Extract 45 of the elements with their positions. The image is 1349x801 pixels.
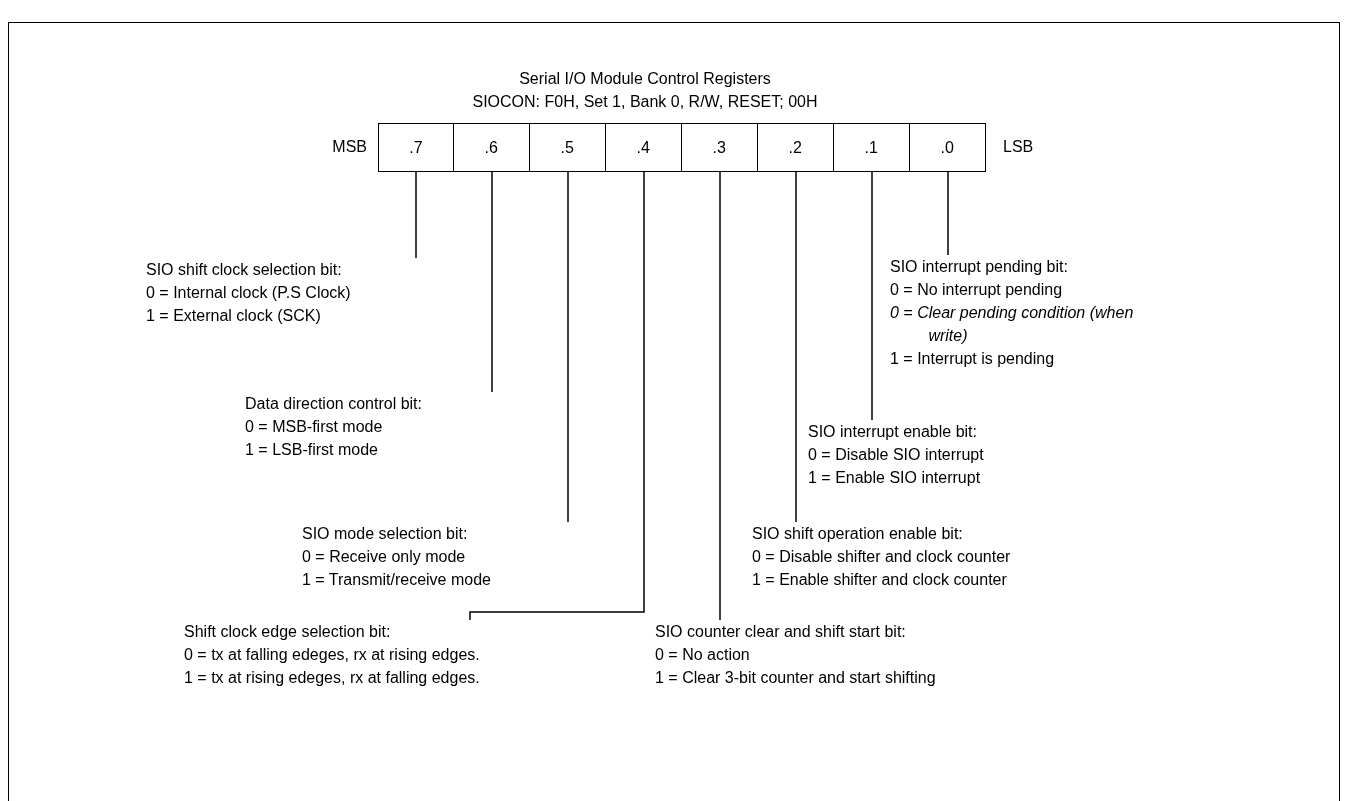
register-bit-cell: .0 bbox=[908, 123, 986, 172]
bit-value-line: 0 = No interrupt pending bbox=[890, 280, 1064, 300]
bit-value-line: 0 = Clear pending condition (when write) bbox=[890, 303, 1135, 346]
lsb-label: LSB bbox=[1003, 137, 1034, 157]
leader-line bbox=[415, 171, 417, 259]
leader-line bbox=[567, 171, 569, 523]
bit-value-line: 1 = LSB-first mode bbox=[245, 440, 379, 460]
bit-value-line: 0 = No action bbox=[655, 645, 751, 665]
leader-line bbox=[871, 171, 873, 421]
msb-label: MSB bbox=[332, 137, 367, 157]
leader-line bbox=[719, 171, 721, 621]
bit-field-heading: SIO mode selection bit: bbox=[302, 524, 469, 544]
bit-value-line: 0 = Receive only mode bbox=[302, 547, 467, 567]
leader-line bbox=[491, 171, 493, 393]
register-bit-cell: .5 bbox=[528, 123, 606, 172]
bit-field-heading: Data direction control bit: bbox=[245, 394, 423, 414]
register-bit-cell: .7 bbox=[378, 123, 454, 172]
bit-value-line: 1 = Enable SIO interrupt bbox=[808, 468, 982, 488]
register-bit-cell: .4 bbox=[604, 123, 682, 172]
leader-line bbox=[469, 171, 645, 621]
title: Serial I/O Module Control Registers bbox=[518, 69, 772, 89]
bit-field-heading: Shift clock edge selection bit: bbox=[184, 622, 392, 642]
bit-value-line: 0 = tx at falling edeges, rx at rising edges. bbox=[184, 645, 481, 665]
bit-field-heading: SIO shift clock selection bit: bbox=[146, 260, 343, 280]
leader-line bbox=[947, 171, 949, 256]
bit-value-line: 0 = Disable SIO interrupt bbox=[808, 445, 985, 465]
bit-value-line: 1 = tx at rising edeges, rx at falling edges. bbox=[184, 668, 481, 688]
bit-field-heading: SIO counter clear and shift start bit: bbox=[655, 622, 907, 642]
register-bit-cell: .3 bbox=[680, 123, 758, 172]
bit-value-line: 1 = External clock (SCK) bbox=[146, 306, 322, 326]
register-bit-cell: .2 bbox=[756, 123, 834, 172]
bit-value-line: 0 = Disable shifter and clock counter bbox=[752, 547, 1012, 567]
bit-value-line: 1 = Clear 3-bit counter and start shifting bbox=[655, 668, 937, 688]
bit-value-line: 1 = Interrupt is pending bbox=[890, 349, 1056, 369]
bit-value-line: 0 = Internal clock (P.S Clock) bbox=[146, 283, 352, 303]
register-address: SIOCON: F0H, Set 1, Bank 0, R/W, RESET; 00H bbox=[471, 92, 819, 112]
bit-value-line: 1 = Transmit/receive mode bbox=[302, 570, 492, 590]
leader-line bbox=[795, 171, 797, 523]
register-bit-cell: .6 bbox=[452, 123, 530, 172]
bit-value-line: 0 = MSB-first mode bbox=[245, 417, 384, 437]
bit-field-heading: SIO interrupt pending bit: bbox=[890, 257, 1069, 277]
register-bit-cell: .1 bbox=[832, 123, 910, 172]
bit-field-heading: SIO interrupt enable bit: bbox=[808, 422, 978, 442]
bit-field-heading: SIO shift operation enable bit: bbox=[752, 524, 964, 544]
bit-value-line: 1 = Enable shifter and clock counter bbox=[752, 570, 1008, 590]
